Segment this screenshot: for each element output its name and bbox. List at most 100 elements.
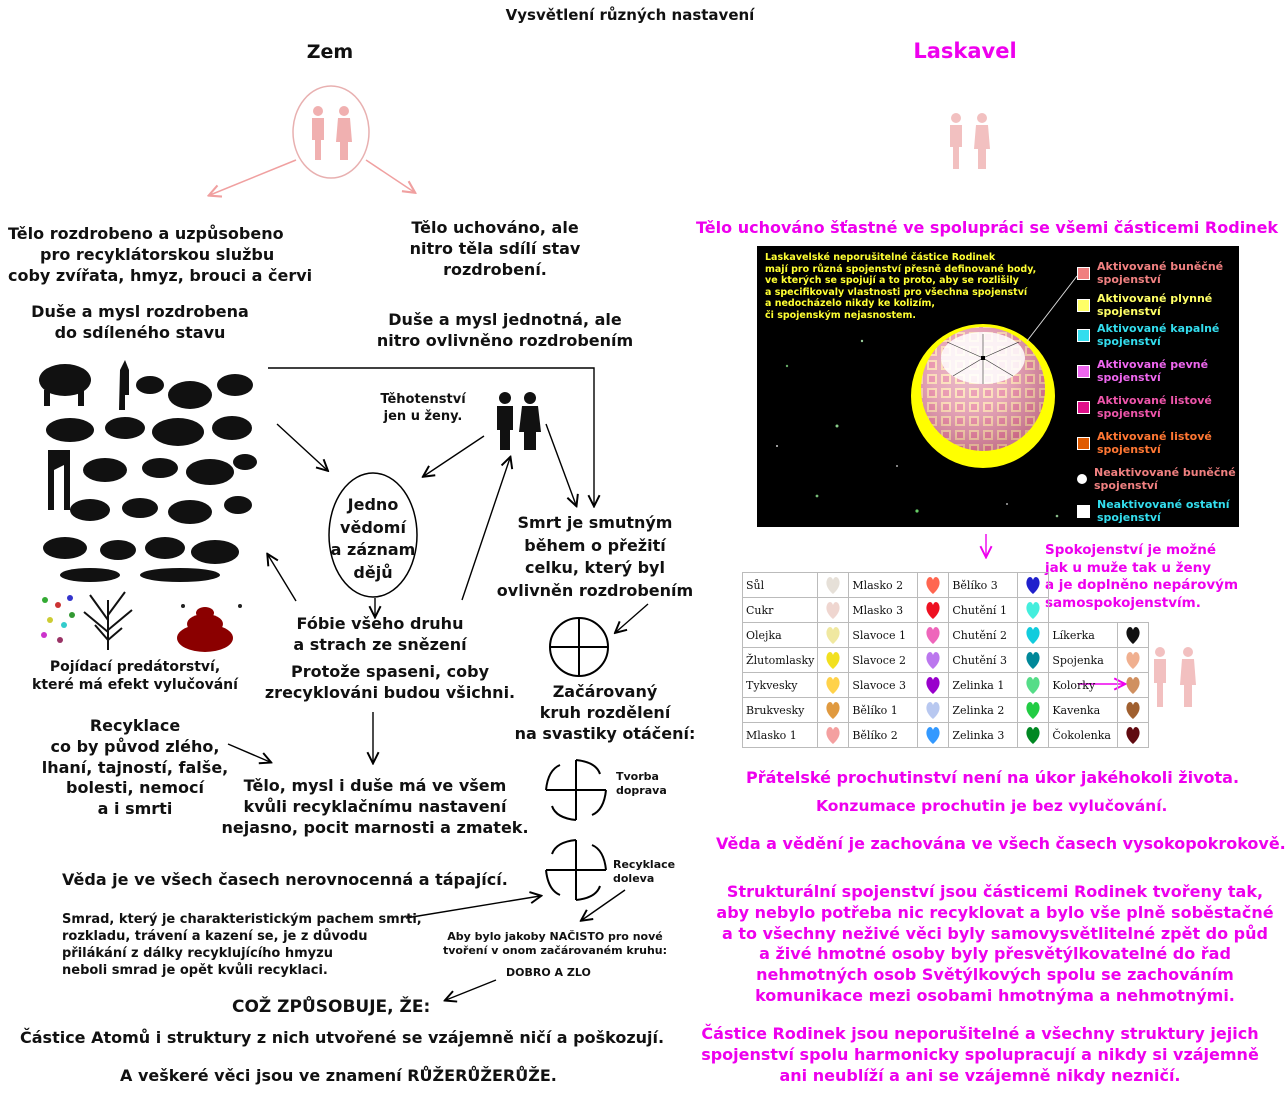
table-row: Mlasko 1 Bělíko 2 Zelinka 3 Čokolenka bbox=[741, 722, 1150, 748]
drop-icon bbox=[1117, 722, 1150, 748]
ingredient-name: Chutění 1 bbox=[948, 597, 1019, 623]
science-left-text: Věda je ve všech časech nerovnocenná a t… bbox=[62, 870, 508, 889]
plant-icon bbox=[83, 591, 133, 650]
laskavel-heading: Laskavel bbox=[913, 39, 1017, 63]
drop-icon bbox=[917, 672, 950, 698]
smell-text: Smrad, který je charakteristickým pachem… bbox=[62, 912, 422, 978]
small-couple-icon bbox=[1154, 647, 1196, 707]
ingredient-name: Mlasko 2 bbox=[848, 572, 919, 598]
sun-cross-icon bbox=[549, 617, 609, 677]
square-marker-icon bbox=[1077, 266, 1090, 280]
human-couple-icon bbox=[292, 85, 370, 179]
ingredient-name: Chutění 3 bbox=[948, 647, 1019, 673]
roses-text: A veškeré věci jsou ve znamení RŮŽERŮŽER… bbox=[120, 1066, 557, 1085]
drop-icon bbox=[917, 647, 950, 673]
drop-icon bbox=[817, 697, 850, 723]
square-marker-icon bbox=[1077, 298, 1090, 312]
drop-icon bbox=[917, 722, 950, 748]
drop-icon bbox=[1017, 672, 1050, 698]
consciousness-ellipse bbox=[328, 472, 418, 598]
square-marker-icon bbox=[1077, 364, 1090, 378]
preserved-text: Tělo uchováno šťastné ve spolupráci se v… bbox=[696, 218, 1279, 237]
table-row: Cukr Mlasko 3 Chutění 1 bbox=[741, 597, 1149, 623]
drop-icon bbox=[1117, 697, 1150, 723]
drop-icon bbox=[817, 672, 850, 698]
ingredient-name: Slavoce 3 bbox=[848, 672, 919, 698]
dung-icon bbox=[177, 604, 242, 652]
ingredient-name: Tykvesky bbox=[741, 672, 819, 698]
right-swastika-icon bbox=[545, 759, 607, 821]
ingredient-name: Čokolenka bbox=[1048, 722, 1119, 748]
good-evil-text: DOBRO A ZLO bbox=[506, 966, 591, 979]
ingredient-name: Brukvesky bbox=[741, 697, 819, 723]
ingredient-name: Spojenka bbox=[1048, 647, 1119, 673]
drop-icon bbox=[917, 572, 950, 598]
arrow-to-animals bbox=[210, 159, 297, 195]
drop-icon bbox=[1017, 722, 1050, 748]
laskavel-couple-icon bbox=[950, 113, 990, 169]
black-couple-icon bbox=[497, 392, 541, 450]
atoms-text: Částice Atomů i struktury z nich utvořen… bbox=[20, 1028, 665, 1047]
ingredient-name: Mlasko 3 bbox=[848, 597, 919, 623]
drop-icon bbox=[917, 622, 950, 648]
ingredient-name: Žlutomlasky bbox=[741, 647, 819, 673]
body-fragmented-text: Tělo rozdrobeno a uzpůsobeno pro recyklá… bbox=[8, 224, 313, 285]
insects-icon bbox=[41, 595, 75, 643]
drop-icon bbox=[1017, 622, 1050, 648]
ingredient-name: Bělíko 1 bbox=[848, 697, 919, 723]
consumption-text: Konzumace prochutin je bez vylučování. bbox=[816, 797, 1168, 815]
drop-icon bbox=[1117, 672, 1150, 698]
ingredient-name: Bělíko 2 bbox=[848, 722, 919, 748]
ingredient-name: Olejka bbox=[741, 622, 819, 648]
drop-icon bbox=[1017, 697, 1050, 723]
science-right-text: Věda a vědění je zachována ve všech čase… bbox=[716, 834, 1286, 853]
drop-icon bbox=[1017, 647, 1050, 673]
ingredient-name: Mlasko 1 bbox=[741, 722, 819, 748]
ingredient-name: Chutění 2 bbox=[948, 622, 1019, 648]
square-marker-icon bbox=[1077, 328, 1090, 342]
particle-panel: Laskavelské neporušitelné částice Rodine… bbox=[757, 246, 1239, 527]
drop-icon bbox=[817, 622, 850, 648]
ingredient-name: Zelinka 2 bbox=[948, 697, 1019, 723]
panel-stars bbox=[776, 275, 1078, 518]
ingredient-name: Kavenka bbox=[1048, 697, 1119, 723]
ingredient-name: Cukr bbox=[741, 597, 819, 623]
predation-text: Pojídací predátorství,které má efekt vyl… bbox=[32, 659, 238, 694]
square-marker-icon bbox=[1077, 436, 1090, 450]
drop-icon bbox=[1117, 647, 1150, 673]
structural-text: Strukturální spojenství jsou částicemi R… bbox=[716, 882, 1274, 1005]
zem-heading: Zem bbox=[306, 41, 354, 63]
ingredient-name: Bělíko 3 bbox=[948, 572, 1019, 598]
table-row: Brukvesky Bělíko 1 Zelinka 2 Kavenka bbox=[741, 697, 1150, 723]
ingredient-name: Zelinka 3 bbox=[948, 722, 1019, 748]
square-marker-icon bbox=[1077, 504, 1090, 518]
drop-icon bbox=[817, 722, 850, 748]
